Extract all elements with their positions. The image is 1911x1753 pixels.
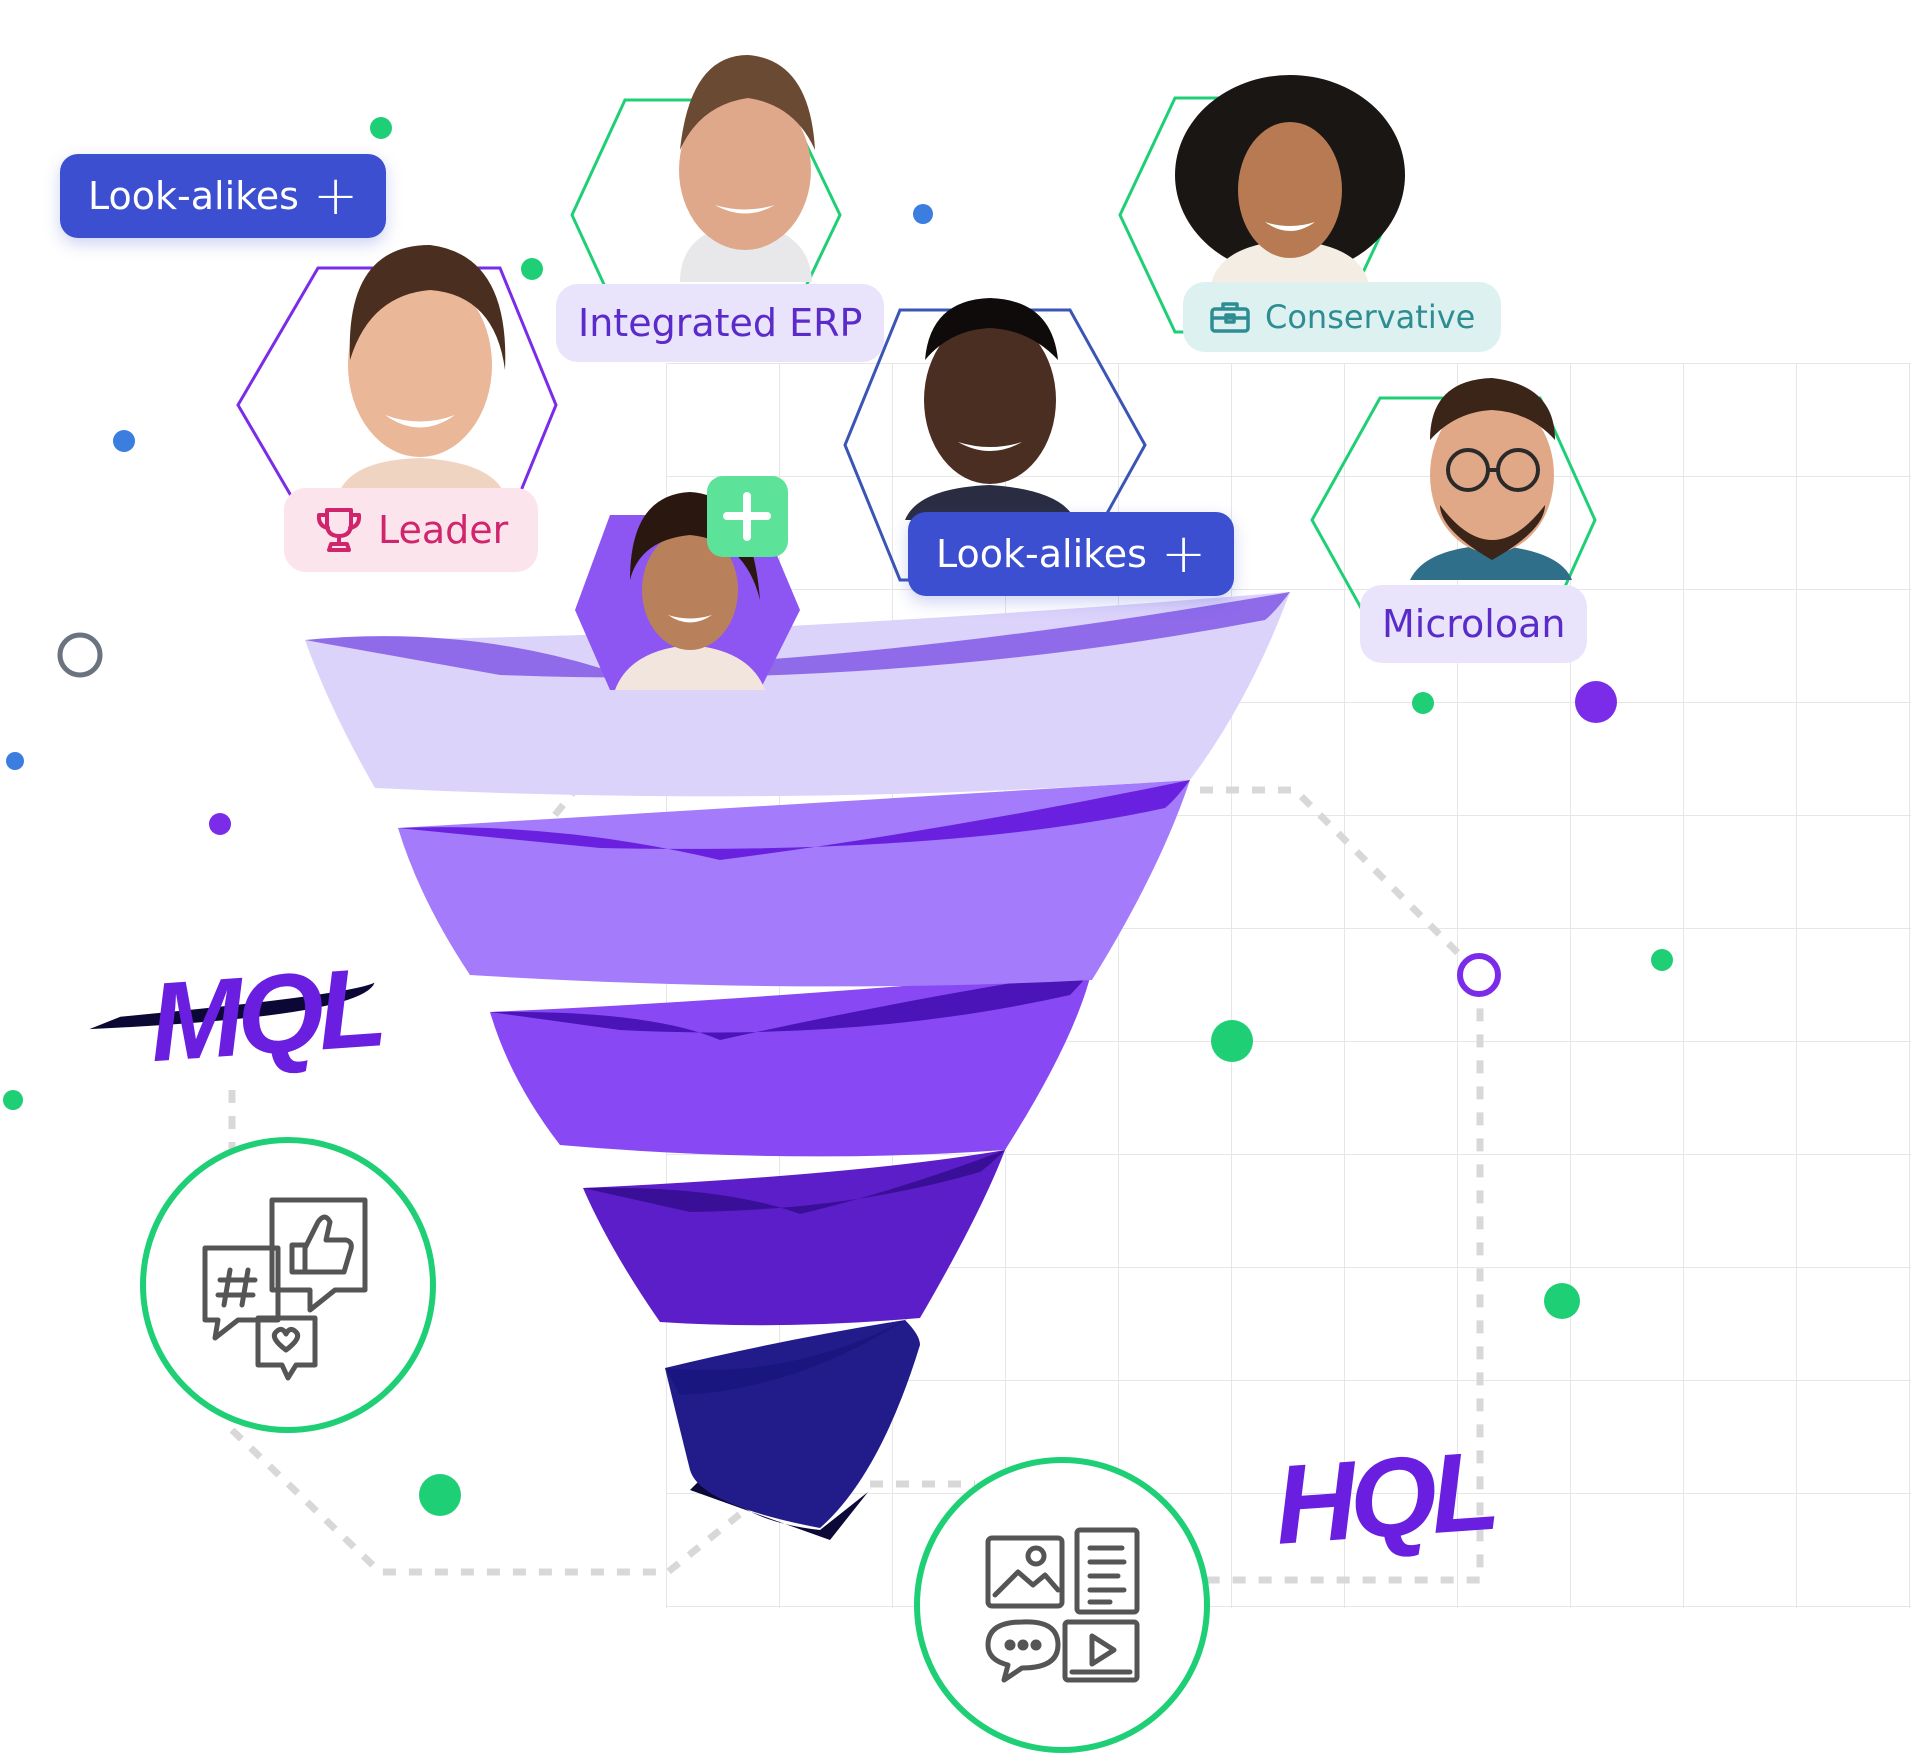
plus-icon: + xyxy=(1160,522,1207,585)
lookalikes-tag-top[interactable]: Look-alikes + xyxy=(60,154,387,238)
heart-icon xyxy=(255,1315,318,1381)
funnel-spiral xyxy=(89,592,1290,1540)
avatar-man-top xyxy=(679,55,815,282)
lookalikes-tag-middle[interactable]: Look-alikes + xyxy=(908,512,1235,596)
hashtag-icon xyxy=(202,1245,281,1341)
avatar-man-center xyxy=(905,298,1075,520)
briefcase-icon xyxy=(1210,302,1250,333)
add-plus-badge[interactable] xyxy=(707,476,788,557)
conservative-label: Conservative xyxy=(1265,298,1476,336)
avatar-woman-leader xyxy=(338,245,506,495)
integrated-erp-tag: Integrated ERP xyxy=(556,284,885,362)
integrated-erp-label: Integrated ERP xyxy=(578,301,863,345)
chat-icon xyxy=(985,1619,1061,1683)
hql-label: HQL xyxy=(1271,1428,1498,1568)
video-icon xyxy=(1062,1619,1140,1683)
avatar-woman-curly xyxy=(1175,75,1405,290)
image-icon xyxy=(985,1535,1065,1609)
plus-icon: + xyxy=(312,164,359,227)
leader-label: Leader xyxy=(378,508,509,552)
mql-label: MQL xyxy=(146,944,385,1085)
document-icon xyxy=(1074,1527,1140,1615)
content-icon-circle xyxy=(914,1457,1210,1753)
leader-tag: Leader xyxy=(284,488,539,572)
decorative-dots xyxy=(3,117,1673,1516)
microloan-tag: Microloan xyxy=(1360,585,1588,663)
lookalikes-label: Look-alikes xyxy=(88,174,299,218)
conservative-tag: Conservative xyxy=(1183,282,1502,352)
social-icon-circle xyxy=(140,1137,436,1433)
lookalikes-label: Look-alikes xyxy=(936,532,1147,576)
microloan-label: Microloan xyxy=(1382,602,1566,646)
trophy-icon xyxy=(316,508,362,552)
avatar-man-glasses xyxy=(1410,378,1572,580)
